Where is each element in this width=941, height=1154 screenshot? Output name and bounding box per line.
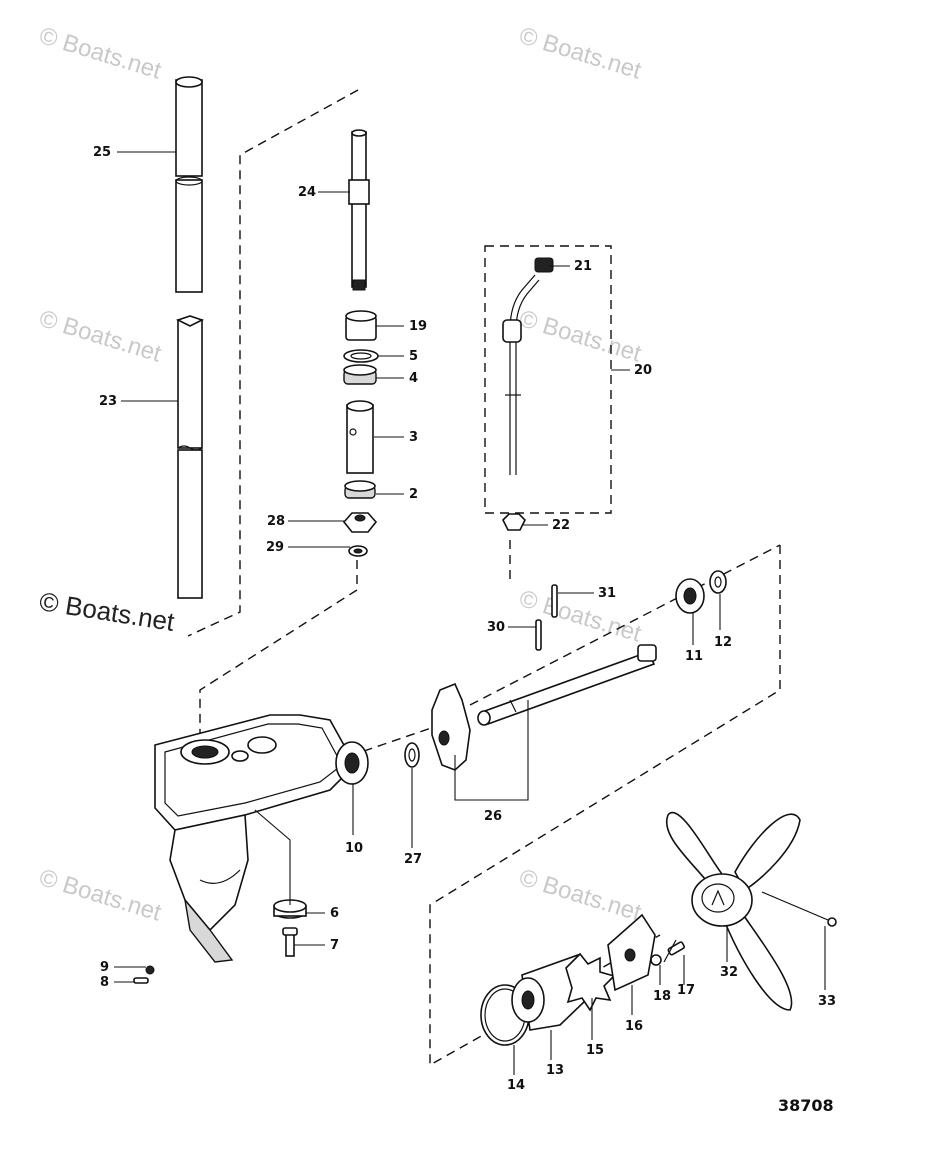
callout-24: 24 <box>298 185 317 200</box>
assembly-dashed-lines <box>187 89 781 1067</box>
callout-20: 20 <box>634 363 653 378</box>
propeller <box>665 811 837 1011</box>
callout-2: 2 <box>409 487 419 502</box>
callout-22: 22 <box>552 518 571 533</box>
callout-18: 18 <box>653 989 672 1004</box>
pinion-gear <box>431 682 471 771</box>
bearings-and-washers <box>335 570 727 785</box>
callout-25: 25 <box>93 145 112 160</box>
callout-8: 8 <box>100 975 110 990</box>
callout-17: 17 <box>677 983 696 998</box>
leader-lines <box>114 151 826 1075</box>
callout-10: 10 <box>345 841 364 856</box>
water-tube <box>502 257 554 531</box>
callout-4: 4 <box>409 371 419 386</box>
hardware-fasteners <box>133 899 307 984</box>
callout-33: 33 <box>818 994 837 1009</box>
callout-16: 16 <box>625 1019 644 1034</box>
callout-21: 21 <box>574 259 593 274</box>
callout-29: 29 <box>266 540 285 555</box>
propeller-shaft <box>477 644 657 726</box>
callout-13: 13 <box>546 1063 565 1078</box>
drawing-number: 38708 <box>778 1096 834 1115</box>
callout-28: 28 <box>267 514 286 529</box>
callout-27: 27 <box>404 852 423 867</box>
pump-bearing-stack <box>342 310 379 557</box>
callout-31: 31 <box>598 586 617 601</box>
callout-7: 7 <box>330 938 340 953</box>
callout-32: 32 <box>720 965 739 980</box>
callout-23: 23 <box>99 394 118 409</box>
callout-3: 3 <box>409 430 419 445</box>
drive-shaft <box>348 129 370 291</box>
tube-upper <box>175 76 203 293</box>
callout-15: 15 <box>586 1043 605 1058</box>
callout-5: 5 <box>409 349 419 364</box>
callout-19: 19 <box>409 319 428 334</box>
callout-14: 14 <box>507 1078 526 1093</box>
callout-12: 12 <box>714 635 733 650</box>
drive-shaft-tube <box>175 315 205 599</box>
callout-6: 6 <box>330 906 340 921</box>
callout-30: 30 <box>487 620 506 635</box>
gear-housing <box>154 714 356 963</box>
water-pump-assembly <box>480 913 685 1046</box>
callout-26: 26 <box>484 809 503 824</box>
callout-11: 11 <box>685 649 704 664</box>
callout-9: 9 <box>100 960 110 975</box>
